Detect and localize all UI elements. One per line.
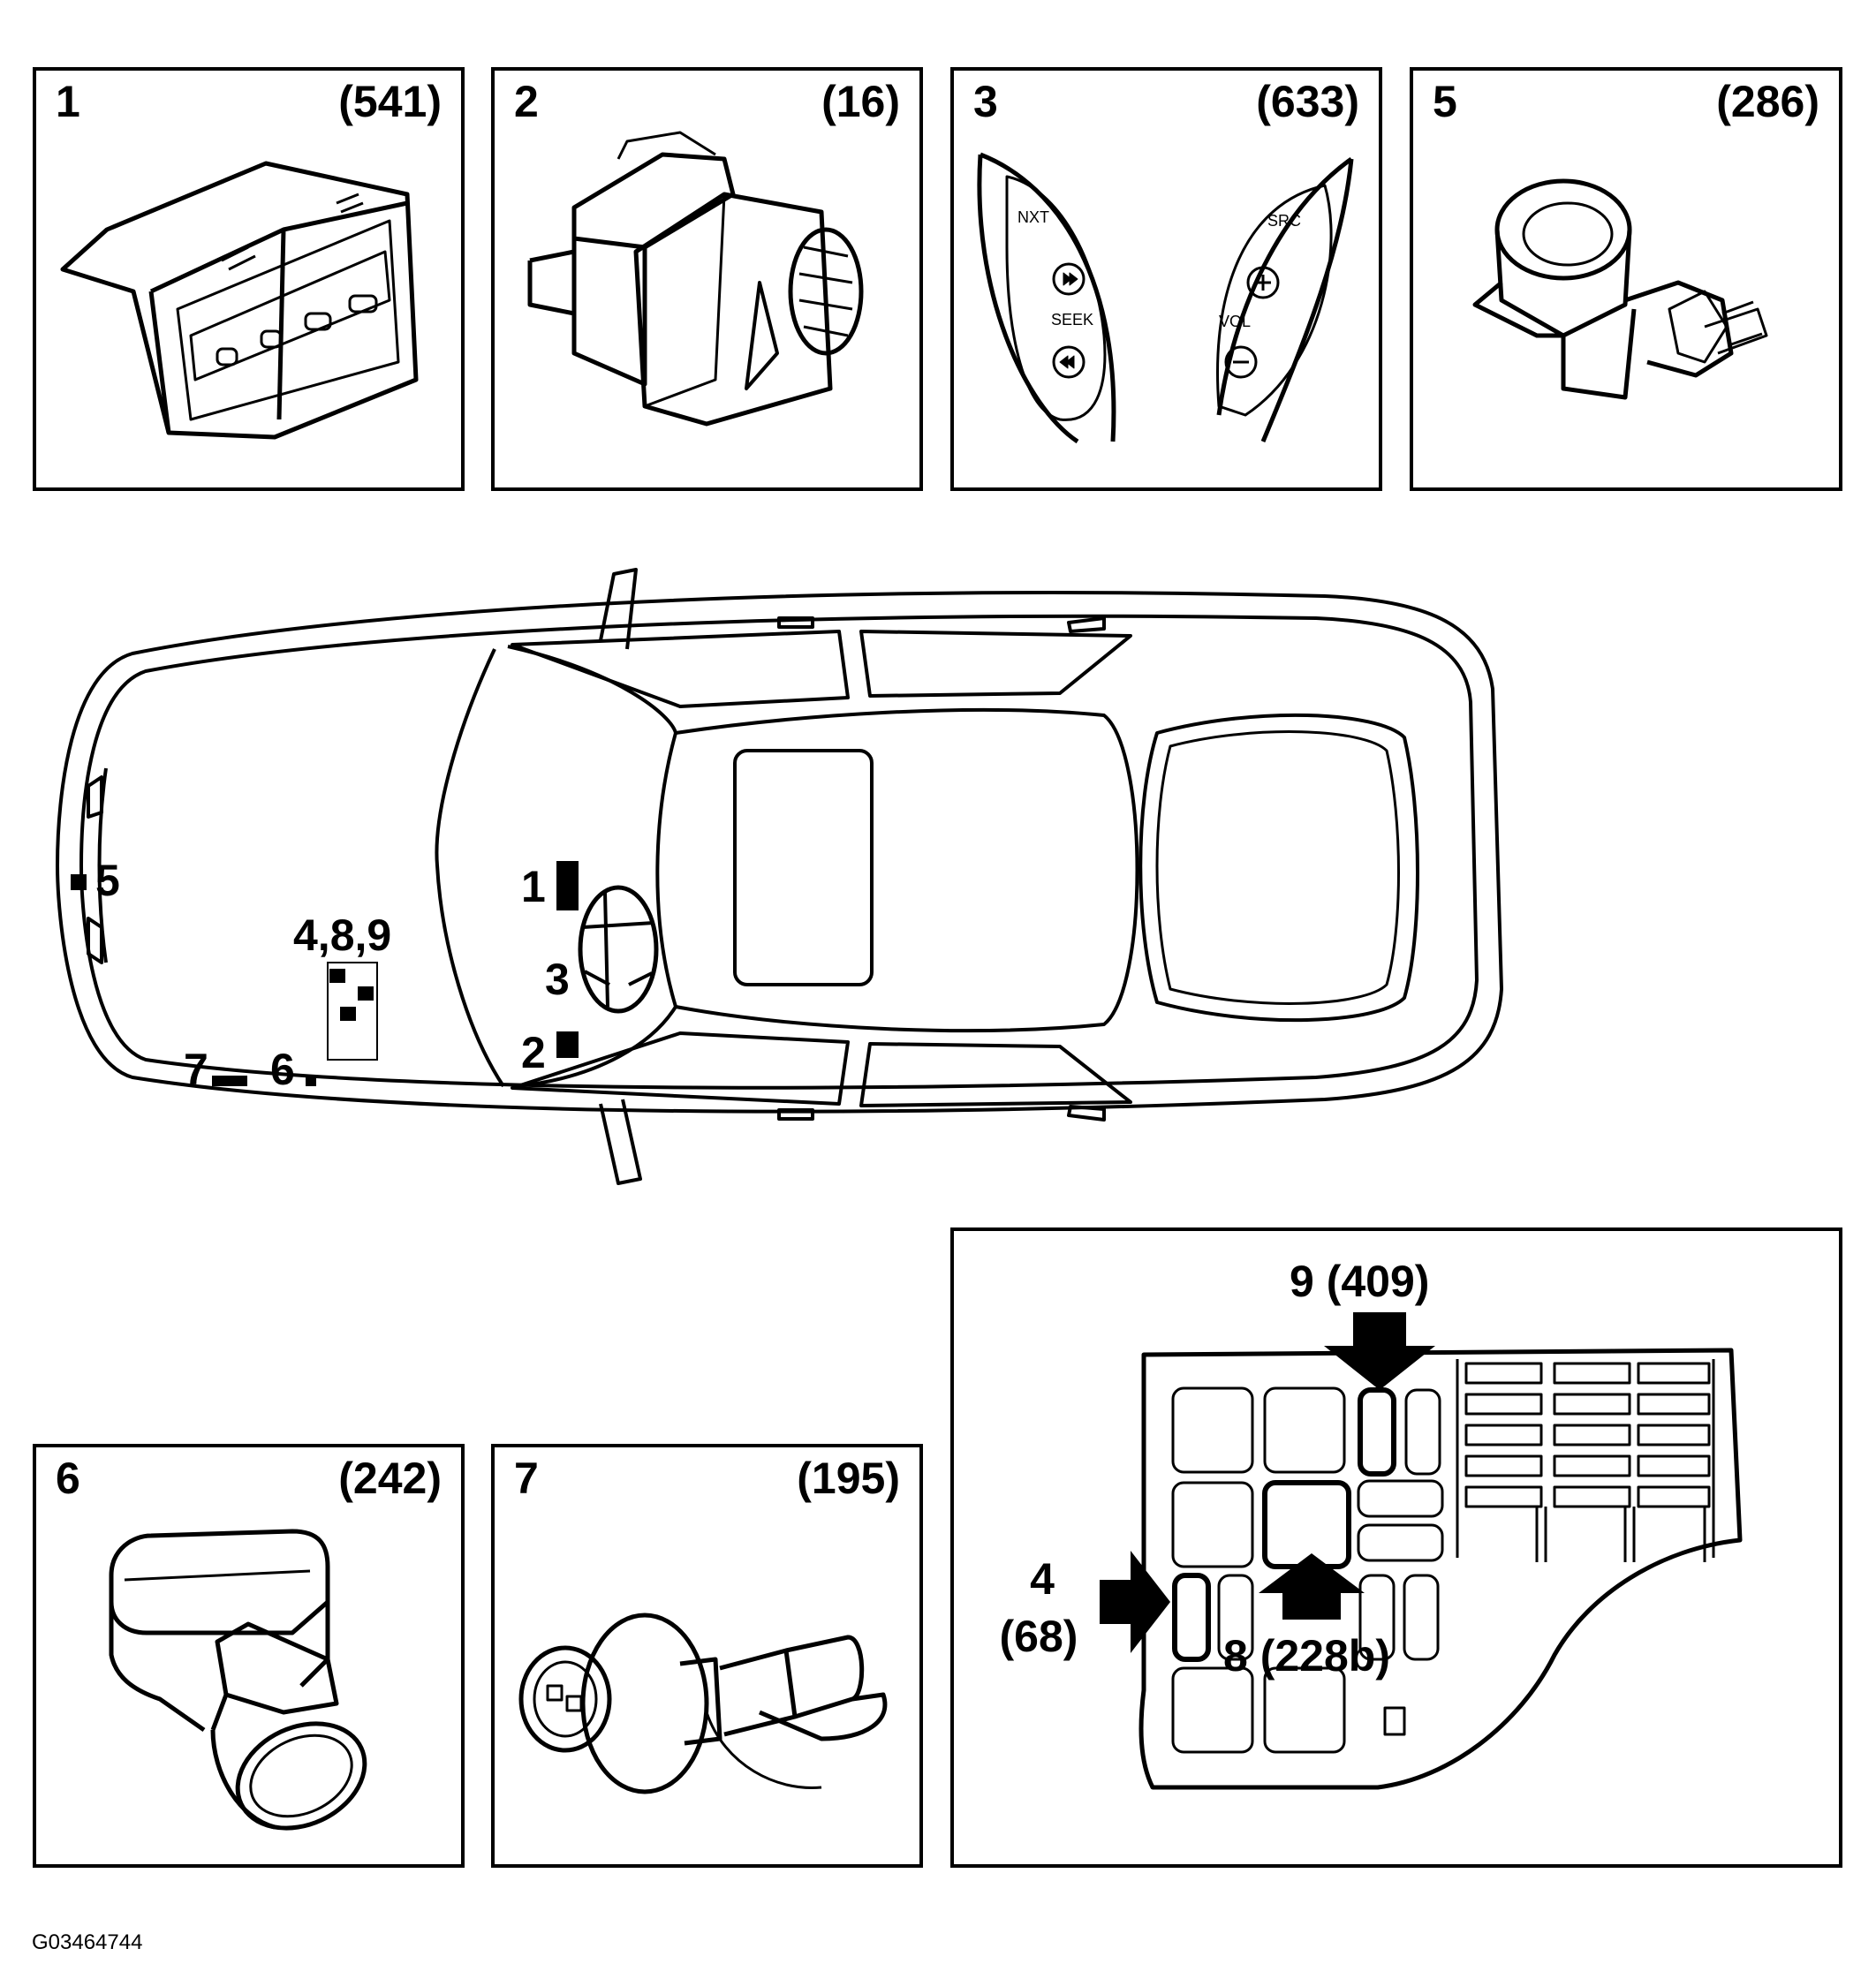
nxt-button-label: NXT xyxy=(1017,208,1049,226)
car-callout-1: 1 xyxy=(521,862,546,911)
panel-reference: (16) xyxy=(821,77,900,126)
seek-label: SEEK xyxy=(1051,311,1093,329)
sensor-drawing xyxy=(1472,178,1768,400)
panel-number: 6 xyxy=(56,1454,80,1503)
panel-5: 5 (286) xyxy=(1410,67,1842,491)
temperature-sensor-drawing xyxy=(518,1613,888,1794)
fuse-item-9-label: 9 (409) xyxy=(1290,1257,1430,1306)
car-callout-3: 3 xyxy=(545,955,570,1004)
panel-7: 7 (195) xyxy=(491,1444,923,1868)
panel-6: 6 (242) xyxy=(33,1444,465,1868)
fuse-item-8-label: 8 (228b) xyxy=(1223,1631,1390,1681)
panel-reference: (541) xyxy=(338,77,442,126)
panel-reference: (286) xyxy=(1716,77,1819,126)
light-switch-drawing xyxy=(527,131,864,427)
panel-3: 3 (633) NXT SEEK SRC VOL xyxy=(950,67,1382,491)
car-top-view xyxy=(56,568,1503,1185)
panel-number: 7 xyxy=(514,1454,539,1503)
car-callout-4-8-9: 4,8,9 xyxy=(293,910,392,960)
src-button-label: SRC xyxy=(1267,212,1301,230)
fuse-item-4-number: 4 xyxy=(1030,1554,1055,1604)
panel-2: 2 (16) xyxy=(491,67,923,491)
panel-number: 3 xyxy=(973,77,998,126)
panel-number: 2 xyxy=(514,77,539,126)
fuse-box-drawing xyxy=(1100,1312,1743,1790)
car-callout-2: 2 xyxy=(521,1028,546,1077)
connector-sensor-drawing xyxy=(109,1529,367,1831)
car-callout-5: 5 xyxy=(95,856,120,905)
car-callout-7: 7 xyxy=(184,1045,208,1094)
panel-1: 1 (541) xyxy=(33,67,465,491)
panel-number: 5 xyxy=(1433,77,1457,126)
panel-number: 1 xyxy=(56,77,80,126)
panel-reference: (195) xyxy=(797,1454,900,1503)
vol-label: VOL xyxy=(1219,313,1251,330)
fuse-item-4-reference: (68) xyxy=(999,1612,1078,1661)
panel-reference: (242) xyxy=(338,1454,442,1503)
figure-id: G03464744 xyxy=(32,1930,143,1954)
steering-switches-drawing: NXT SEEK SRC VOL xyxy=(977,152,1354,444)
car-callout-6: 6 xyxy=(270,1045,295,1094)
fuse-box-panel: 9 (409) 4 (68) 8 (228b) xyxy=(950,1227,1842,1868)
panel-reference: (633) xyxy=(1256,77,1359,126)
radio-unit-drawing xyxy=(60,161,419,440)
